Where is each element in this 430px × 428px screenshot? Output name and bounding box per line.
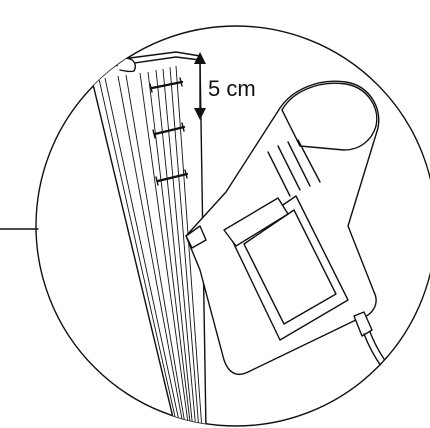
blind-headrail <box>83 51 207 426</box>
dimension-label: 5 cm <box>208 76 256 101</box>
staple-gun-icon <box>185 80 417 401</box>
detail-circle <box>35 25 430 427</box>
dimension-arrow-down <box>194 108 206 120</box>
staples <box>149 77 189 186</box>
dimension-arrow-up <box>194 52 206 64</box>
dimension-indicator: 5 cm <box>194 52 256 120</box>
